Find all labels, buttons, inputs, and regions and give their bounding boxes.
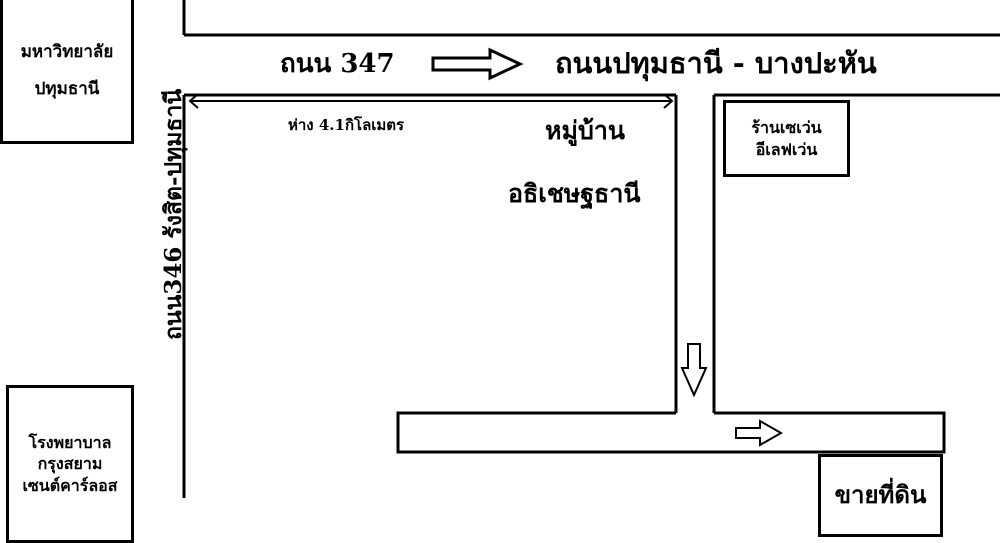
land-for-sale-box: ขายที่ดิน xyxy=(818,454,943,537)
seven-eleven-label-line2: อีเลฟเว่น xyxy=(755,139,818,159)
road-346-label: ถนน346 รังสิต-ปทุมธานี xyxy=(160,88,187,340)
hospital-label-line1: โรงพยาบาล xyxy=(28,432,112,452)
university-box: มหาวิทยาลัย ปทุมธานี xyxy=(0,0,134,144)
village-label-line2: อธิเชษฐธานี xyxy=(508,179,641,208)
road-pathum-bangpahan-label: ถนนปทุมธานี - บางปะหัน xyxy=(555,46,877,80)
hospital-label-line2: กรุงสยาม xyxy=(37,454,103,474)
university-label-line1: มหาวิทยาลัย xyxy=(20,41,114,62)
seven-eleven-label-line1: ร้านเซเว่น xyxy=(751,117,822,137)
seven-eleven-box: ร้านเซเว่น อีเลฟเว่น xyxy=(723,100,850,177)
village-label-line1: หมู่บ้าน xyxy=(545,116,625,145)
hospital-label-line3: เซนต์คาร์ลอส xyxy=(22,475,118,495)
arrow-right-icon xyxy=(431,47,524,81)
lower-road-outline xyxy=(396,411,946,454)
distance-label: ห่าง 4.1กิโลเมตร xyxy=(288,116,405,134)
double-arrow-icon xyxy=(188,93,674,109)
university-label-line2: ปทุมธานี xyxy=(34,78,100,99)
land-for-sale-label: ขายที่ดิน xyxy=(834,480,927,510)
arrow-down-icon xyxy=(680,343,708,398)
arrow-right-icon xyxy=(735,419,784,447)
road-347-label: ถนน 347 xyxy=(280,49,395,79)
hospital-box: โรงพยาบาล กรุงสยาม เซนต์คาร์ลอส xyxy=(6,385,134,543)
